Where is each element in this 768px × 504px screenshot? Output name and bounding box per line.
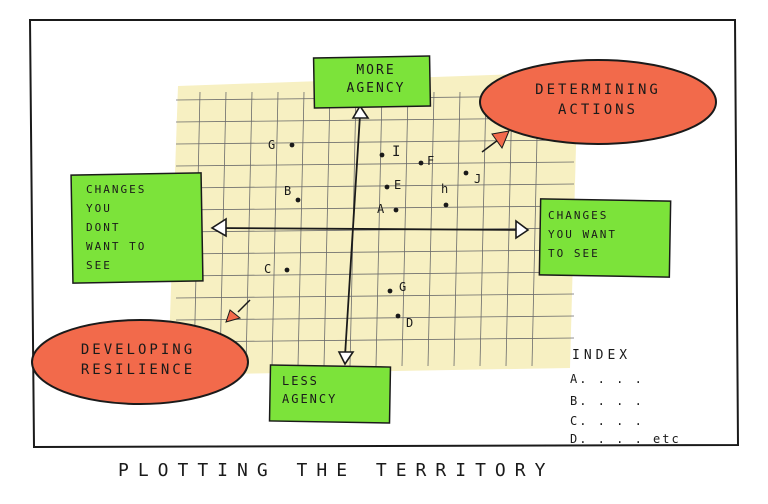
arrow-up-icon [351,104,370,119]
grid-line [175,161,575,167]
index-row: B. . . . [570,394,644,408]
pointer-bottom-left [237,299,251,313]
point-dot-i [379,152,385,158]
box-less-agency [268,364,392,424]
territory-area [168,72,578,375]
point-dot-h [443,202,449,208]
outer-frame [28,19,740,449]
point-label-c: C [264,262,273,276]
box-changes-want [538,198,672,278]
ellipse-determining-actions [479,59,717,145]
arrow-down-icon [337,351,355,366]
point-dot-f [418,160,424,166]
label-changes-dont-want: CHANGES YOU DONT WANT TO SEE [86,183,147,272]
label-developing-resilience: DEVELOPING RESILIENCE [80,342,196,378]
grid-line [175,315,575,321]
point-dot-g [289,142,295,148]
caption: PLOTTING THE TERRITORY [118,460,555,481]
point-dot-g [387,288,393,294]
box-changes-dont-want [70,172,204,284]
point-dot-c [284,267,290,273]
horizontal-axis [211,227,529,231]
ellipse-developing-resilience [31,319,249,405]
point-dot-a [393,207,399,213]
point-label-g-upper: G [268,138,277,152]
pointer-top-right [481,139,499,153]
grid-line [175,293,575,299]
index-row: D. . . . etc [570,432,681,446]
point-dot-b [295,197,301,203]
arrow-right-icon [515,219,530,240]
box-more-agency [312,55,432,109]
index-row: C. . . . [570,414,644,428]
point-label-g-lower: G [399,280,408,294]
point-label-f: F [427,154,436,168]
vertical-axis [344,114,361,357]
point-dot-e [384,184,390,190]
point-label-h: H [441,182,450,196]
index-row: A. . . . [570,372,644,386]
label-changes-want: CHANGES YOU WANT TO SEE [548,209,617,260]
index-title: INDEX [572,348,632,363]
grid-line [175,249,575,255]
arrow-left-icon [210,217,227,238]
point-label-i: I [392,144,402,160]
point-label-a: A [377,202,386,216]
point-label-b: B [284,184,293,198]
point-label-d: D [406,316,415,330]
label-more-agency: MORE AGENCY [346,63,406,96]
grid-line [175,139,575,145]
label-determining-actions: DETERMINING ACTIONS [535,82,661,118]
grid-line [175,183,575,189]
pointer-top-right-head-icon [491,130,510,150]
pointer-bottom-left-head-icon [225,309,242,323]
point-dot-j [463,170,469,176]
points-layer [284,142,469,319]
grid-line [175,227,575,233]
point-label-e: E [394,178,403,192]
point-dot-d [395,313,401,319]
grid-line [175,337,575,343]
point-label-j: J [474,172,483,186]
label-less-agency: LESS AGENCY [282,374,338,406]
grid-line [175,271,575,277]
grid-line [175,205,575,211]
